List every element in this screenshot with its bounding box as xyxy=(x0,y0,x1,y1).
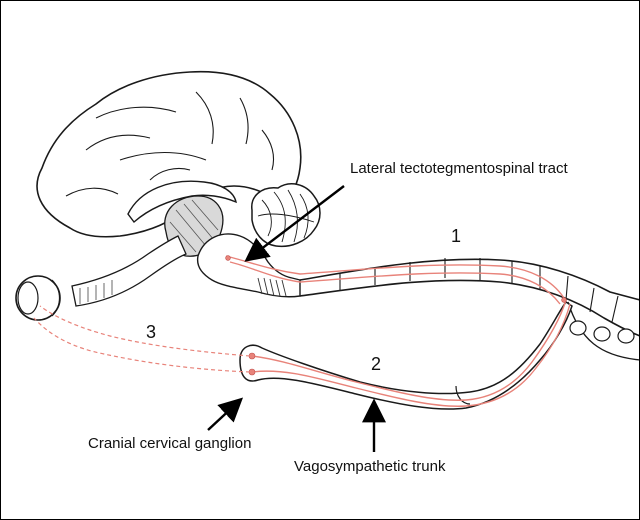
label-vagosympathetic-trunk: Vagosympathetic trunk xyxy=(294,458,446,475)
neural-pathway xyxy=(225,255,571,407)
optic-shading xyxy=(79,280,113,304)
postganglionic-pathway xyxy=(33,305,251,373)
label-segment-3: 3 xyxy=(146,322,157,342)
cerebellum xyxy=(251,183,321,248)
thalamus-shading xyxy=(169,199,219,253)
neuron-dots xyxy=(225,255,567,376)
optic-nerve xyxy=(71,235,187,307)
label-segment-2: 2 xyxy=(371,354,382,374)
corpus-callosum xyxy=(127,180,237,224)
spinal-cord xyxy=(299,258,640,361)
cerebral-sulci xyxy=(65,91,275,197)
arrow-cranial-ganglion xyxy=(207,397,244,431)
label-segment-1: 1 xyxy=(451,226,462,246)
arrow-lateral-tract xyxy=(244,185,345,262)
eye xyxy=(15,275,61,321)
medulla-shading xyxy=(257,277,287,297)
vertebrae xyxy=(569,320,635,344)
label-cranial-ganglion: Cranial cervical ganglion xyxy=(88,435,252,452)
label-lateral-tract: Lateral tectotegmentospinal tract xyxy=(350,160,568,177)
vagosympathetic-trunk xyxy=(239,300,573,410)
